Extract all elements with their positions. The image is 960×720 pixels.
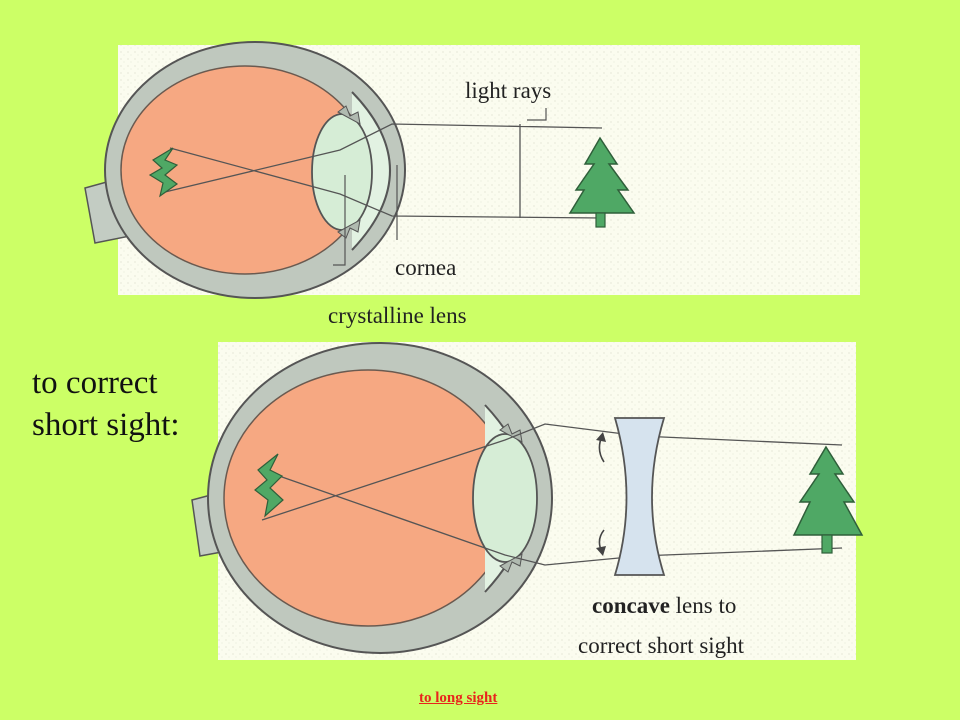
concave-word: concave (592, 593, 670, 618)
heading-line-1: to correct (32, 365, 158, 401)
top-crystalline-lens (311, 113, 373, 231)
top-retina-tree-icon (148, 147, 179, 198)
top-light-rays (164, 123, 603, 219)
label-light-rays: light rays (465, 78, 552, 103)
bottom-tree-icon (792, 445, 864, 554)
label-concave-lens: concave lens to (592, 593, 736, 619)
label-crystalline-lens: crystalline lens (328, 303, 467, 328)
to-long-sight-link[interactable]: to long sight (419, 690, 498, 706)
heading-line-2: short sight: (32, 407, 180, 443)
bottom-crystalline-lens (472, 433, 538, 563)
top-iris-upper (337, 105, 361, 125)
label-cornea: cornea (395, 255, 457, 280)
bottom-retina-tree-icon (254, 453, 284, 518)
concave-rest: lens to (669, 593, 737, 618)
bottom-eye-diagram (191, 342, 864, 660)
top-eye-diagram (84, 41, 860, 299)
concave-lens-shape (613, 417, 666, 576)
correct-short-sight-heading: to correct short sight: (32, 362, 180, 446)
bottom-light-rays (261, 423, 843, 566)
top-tree-icon (568, 136, 636, 228)
top-leader-lines (333, 108, 547, 266)
label-correct-short-sight: correct short sight (578, 633, 745, 658)
bottom-iris-upper (499, 423, 523, 443)
